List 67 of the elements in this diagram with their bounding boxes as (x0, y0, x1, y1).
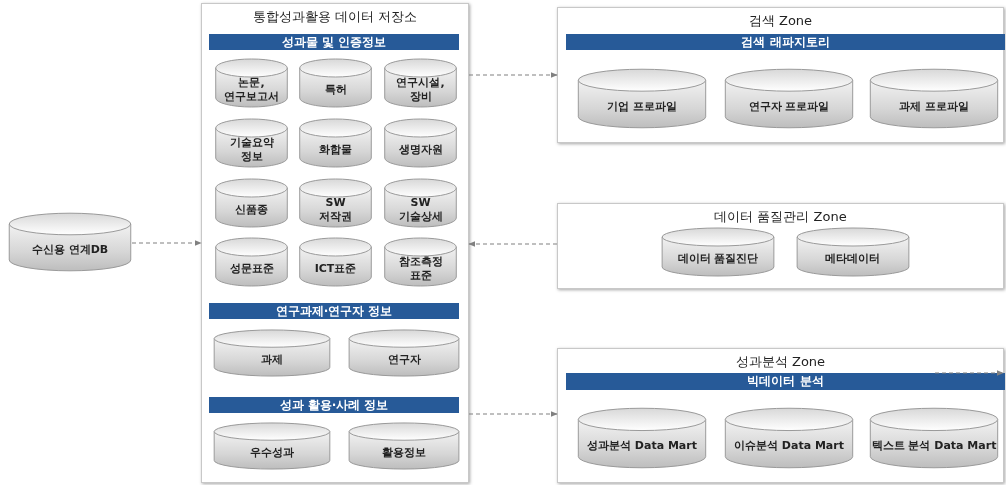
database-cylinder (724, 68, 854, 129)
cylinder-label: 과제 (260, 351, 284, 368)
database-cylinder (869, 407, 999, 469)
cylinder-label: 연구자 (386, 351, 422, 368)
cylinder-label: 연구시설, 장비 (397, 77, 444, 102)
database-cylinder (661, 227, 775, 277)
cylinder-label: 특허 (323, 81, 348, 98)
cylinder-label: 성문표준 (228, 260, 275, 277)
dashed-arrow (131, 240, 202, 246)
database-cylinder (384, 58, 457, 108)
panel-title: 데이터 품질관리 Zone (713, 208, 848, 226)
cylinder-label: 활용정보 (381, 444, 427, 461)
zone-panel (557, 7, 1004, 143)
cylinder-label: 성과분석 Data Mart (586, 438, 698, 455)
database-cylinder (384, 237, 457, 287)
database-cylinder (299, 118, 372, 168)
cylinder-label: 기업 프로파일 (606, 98, 678, 115)
database-cylinder (796, 227, 910, 277)
zone-panel (201, 3, 469, 483)
section-band: 성과물 및 인증정보 (209, 34, 459, 50)
cylinder-label: 생명자원 (397, 141, 444, 158)
database-cylinder (215, 118, 288, 168)
dashed-arrow (934, 370, 1004, 376)
panel-title: 통합성과활용 데이터 저장소 (251, 8, 419, 26)
database-cylinder (724, 407, 854, 469)
database-cylinder (213, 329, 331, 377)
cylinder-label: 텍스트 분석 Data Mart (870, 438, 998, 455)
zone-panel (557, 348, 1004, 483)
database-cylinder (348, 329, 460, 377)
database-cylinder (577, 68, 707, 129)
database-cylinder (215, 178, 288, 228)
cylinder-label: 연구자 프로파일 (747, 98, 831, 115)
cylinder-label: 이슈분석 Data Mart (733, 438, 845, 455)
section-band: 빅데이터 분석 (566, 373, 1005, 390)
dashed-arrow (468, 72, 558, 78)
database-cylinder (577, 407, 707, 469)
database-cylinder (215, 58, 288, 108)
cylinder-label: 참조측정 표준 (397, 256, 444, 281)
database-cylinder (299, 178, 372, 228)
zone-panel (557, 203, 1004, 289)
section-band: 연구과제·연구자 정보 (209, 303, 459, 319)
dashed-arrow (468, 241, 558, 247)
database-cylinder (869, 68, 999, 129)
database-cylinder (384, 178, 457, 228)
database-cylinder (213, 422, 331, 470)
section-band: 성과 활용·사례 정보 (209, 397, 459, 413)
cylinder-label: 화합물 (318, 141, 353, 158)
database-cylinder (8, 212, 132, 272)
database-cylinder (348, 422, 460, 470)
cylinder-label: SW 저작권 (318, 197, 353, 222)
cylinder-label: 과제 프로파일 (898, 98, 970, 115)
database-cylinder (384, 118, 457, 168)
section-band: 검색 래파지토리 (566, 34, 1005, 50)
panel-title: 성과분석 Zone (734, 353, 827, 371)
database-cylinder (299, 237, 372, 287)
dashed-arrow (468, 411, 558, 417)
cylinder-label: 메타데이터 (824, 250, 882, 267)
cylinder-label: ICT표준 (313, 260, 358, 277)
cylinder-label: 수신용 연계DB (30, 242, 110, 259)
cylinder-label: 신품종 (234, 201, 269, 218)
database-cylinder (215, 237, 288, 287)
cylinder-label: 우수성과 (249, 444, 295, 461)
panel-title: 검색 Zone (747, 12, 814, 30)
cylinder-label: SW 기술상세 (397, 197, 444, 222)
cylinder-label: 데이터 품질진단 (676, 250, 760, 267)
database-cylinder (299, 58, 372, 108)
cylinder-label: 기술요약 정보 (228, 137, 275, 162)
